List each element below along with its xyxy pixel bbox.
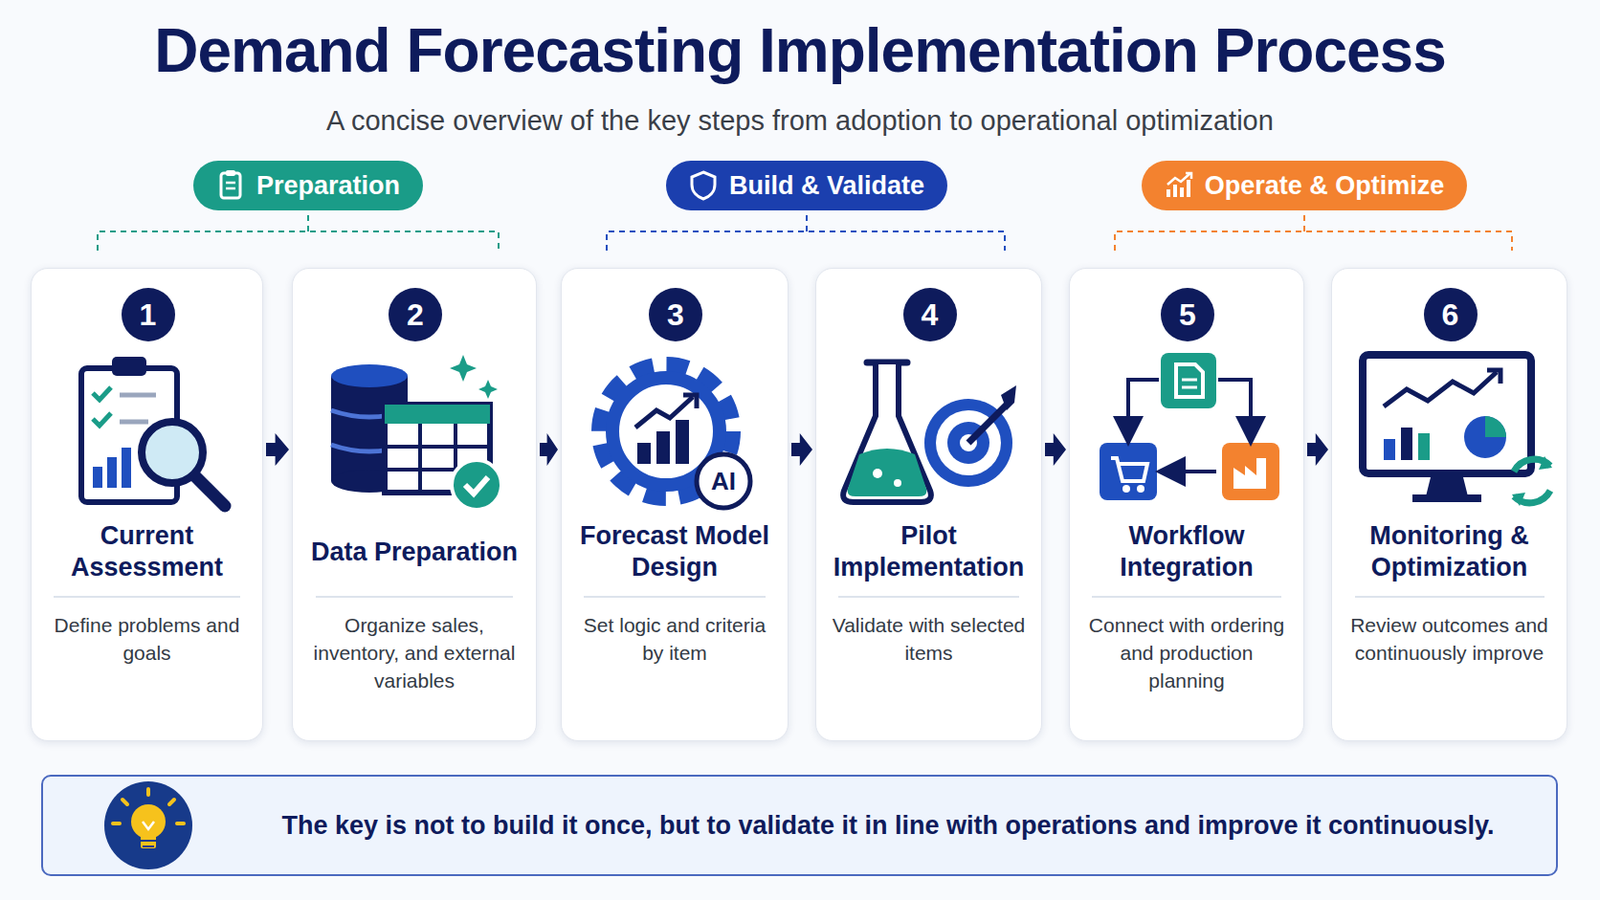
step-number-text: 5 <box>1178 297 1197 334</box>
diagram-caption: A concise overview of the key steps from… <box>0 105 1600 137</box>
phase-label: Preparation <box>256 171 400 201</box>
step-card: Monitoring & OptimizationReview outcomes… <box>1331 267 1568 742</box>
icon <box>216 170 245 201</box>
flow-arrow <box>539 433 558 467</box>
step-number: 2 <box>388 288 443 342</box>
banner-text: The key is not to build it once, but to … <box>239 777 1537 875</box>
phase-pill: Preparation <box>193 160 423 211</box>
step-description: Organize sales, inventory, and external … <box>310 611 519 695</box>
step-card: Data PreparationOrganize sales, inventor… <box>291 267 537 742</box>
step-card: Current AssessmentDefine problems and go… <box>30 267 264 742</box>
diagram-title: Demand Forecasting Implementation Proces… <box>0 15 1600 87</box>
icon <box>1082 347 1293 520</box>
flow-arrow <box>1044 433 1067 467</box>
phase-label: Operate & Optimize <box>1204 171 1445 201</box>
icon <box>824 347 1036 520</box>
step-title: Pilot Implementation <box>825 515 1032 589</box>
icon <box>43 347 254 520</box>
icon <box>1345 347 1556 520</box>
step-title: Current Assessment <box>42 515 253 589</box>
flow-arrow <box>1307 433 1329 467</box>
step-card: Forecast Model DesignSet logic and crite… <box>560 267 789 742</box>
build-bracket <box>606 212 1005 251</box>
phase-pill: Build & Validate <box>666 160 948 211</box>
title-divider <box>838 596 1020 599</box>
step-description: Define problems and goals <box>43 611 252 667</box>
title-divider <box>53 596 240 599</box>
card-text-column: Workflow IntegrationConnect with orderin… <box>1079 515 1294 695</box>
step-card: Workflow IntegrationConnect with orderin… <box>1068 267 1305 742</box>
step-number: 4 <box>903 288 957 342</box>
title-divider <box>1091 596 1281 599</box>
phase-label: Build & Validate <box>729 171 925 201</box>
card-text-column: Data PreparationOrganize sales, inventor… <box>302 515 527 695</box>
card-text-column: Current AssessmentDefine problems and go… <box>41 515 253 667</box>
step-description: Connect with ordering and production pla… <box>1082 611 1291 695</box>
flow-arrow <box>791 433 813 467</box>
card-text-column: Pilot ImplementationValidate with select… <box>825 515 1032 667</box>
step-number: 5 <box>1160 288 1215 342</box>
prep-bracket <box>97 212 499 251</box>
icon <box>570 347 781 520</box>
step-title: Forecast Model Design <box>571 515 778 589</box>
title-divider <box>1355 596 1545 599</box>
step-card: Pilot ImplementationValidate with select… <box>815 267 1043 742</box>
step-title: Workflow Integration <box>1081 515 1292 589</box>
flow-arrow <box>266 433 289 467</box>
step-number: 3 <box>648 288 703 342</box>
icon <box>310 347 521 520</box>
card-text-column: Forecast Model DesignSet logic and crite… <box>571 515 778 667</box>
step-title: Monitoring & Optimization <box>1344 515 1556 589</box>
icon <box>100 777 197 874</box>
step-number: 1 <box>121 288 176 342</box>
step-number-text: 1 <box>139 297 157 334</box>
step-number-text: 3 <box>666 297 685 334</box>
icon <box>1164 170 1194 201</box>
icon <box>688 170 718 201</box>
title-divider <box>315 596 513 599</box>
title-divider <box>583 596 766 599</box>
step-number-text: 2 <box>406 297 424 334</box>
step-description: Review outcomes and continuously improve <box>1345 611 1555 667</box>
phase-pill: Operate & Optimize <box>1141 160 1468 211</box>
step-number-text: 4 <box>921 297 939 334</box>
card-text-column: Monitoring & OptimizationReview outcomes… <box>1341 515 1557 667</box>
step-number-text: 6 <box>1442 297 1460 334</box>
step-description: Validate with selected items <box>825 611 1032 667</box>
step-description: Set logic and criteria by item <box>571 611 778 667</box>
ai-badge-label: AI <box>699 462 748 501</box>
step-title: Data Preparation <box>311 515 518 589</box>
step-number: 6 <box>1423 288 1478 342</box>
key-message-banner: The key is not to build it once, but to … <box>41 775 1558 877</box>
operate-bracket <box>1114 212 1512 251</box>
